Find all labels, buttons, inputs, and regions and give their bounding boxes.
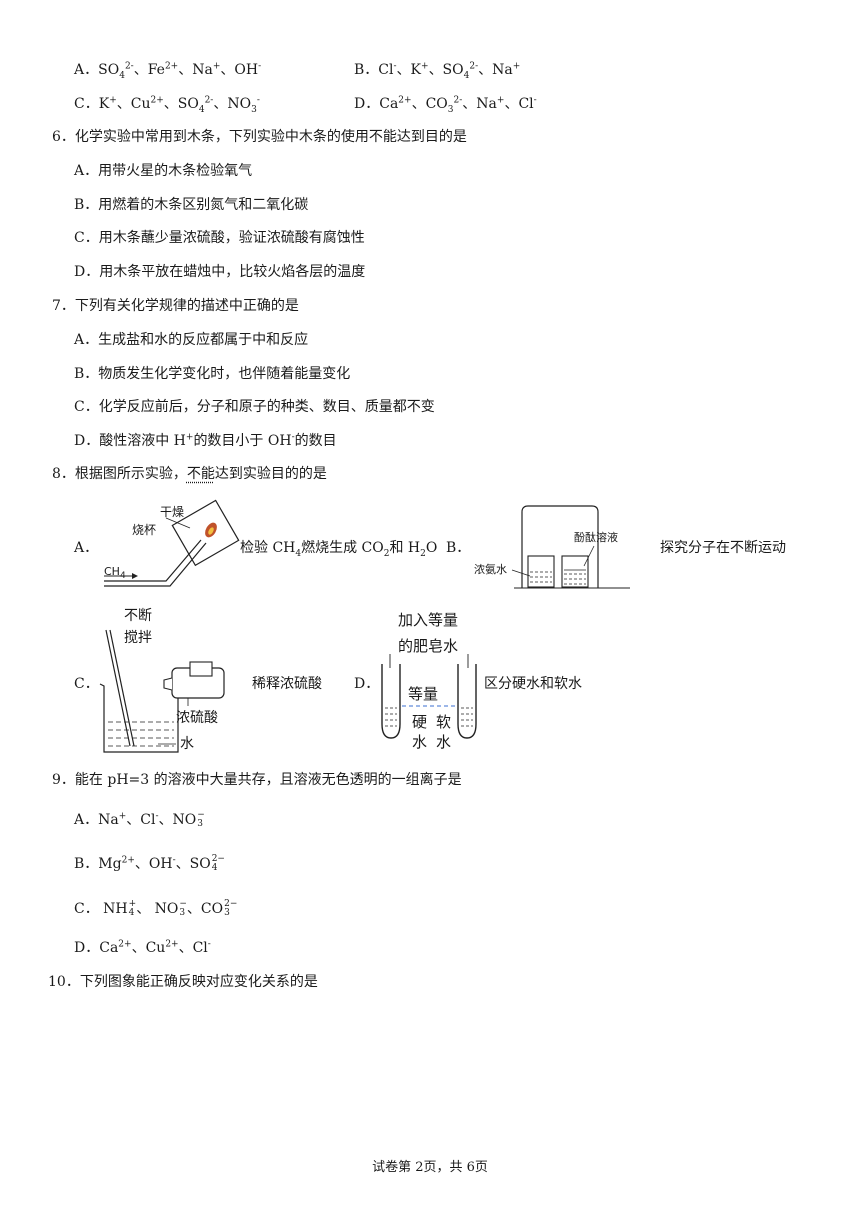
q8-figure-c: 不断 搅拌 浓硫酸 水 — [96, 606, 246, 756]
q8-d-hard-label-2: 水 — [412, 733, 428, 751]
q9-option-d: D．Ca2+、Cu2+、Cl- — [74, 939, 211, 956]
q8-c-stir-label-1: 不断 — [124, 608, 152, 624]
q6-stem: 6．化学实验中常用到木条，下列实验中木条的使用不能达到目的是 — [52, 129, 467, 145]
q8-d-soft-label-1: 软 — [436, 713, 452, 731]
q8-a-beaker-label: 烧杯 — [132, 523, 157, 537]
q8-option-b-text: 探究分子在不断运动 — [660, 540, 786, 556]
q9-stem: 9．能在 pH=3 的溶液中大量共存，且溶液无色透明的一组离子是 — [52, 772, 462, 788]
q8-option-d-label: D． — [354, 676, 380, 692]
q8-a-gas-label: CH4 — [104, 565, 126, 582]
q8-figure-a: 干燥 烧杯 CH4 — [100, 499, 240, 592]
q5-option-b-ions: Cl-、K+、SO42-、Na+ — [378, 61, 521, 81]
q7-option-a: A．生成盐和水的反应都属于中和反应 — [74, 332, 309, 348]
q10-stem: 10．下列图象能正确反映对应变化关系的是 — [48, 974, 318, 990]
q8-d-equal-label: 等量 — [408, 685, 439, 703]
q5-option-d-ions: Ca2+、CO32-、Na+、Cl- — [379, 95, 537, 115]
q9-option-a: A．Na+、Cl-、NO−3 — [74, 810, 205, 829]
q5-option-a-ions: SO42-、Fe2+、Na+、OH- — [98, 61, 262, 81]
q8-d-hard-label-1: 硬 — [412, 713, 428, 731]
q5-option-c: C．K+、Cu2+、SO42-、NO3- — [74, 95, 260, 115]
q7-stem: 7．下列有关化学规律的描述中正确的是 — [52, 298, 299, 314]
q9-option-a-ions: Na+、Cl-、NO−3 — [98, 810, 205, 829]
q8-c-acid-label: 浓硫酸 — [176, 710, 218, 726]
q8-option-c-label: C． — [74, 676, 99, 692]
q8-option-a-label: A． — [74, 540, 99, 556]
q8-option-b-label: B． — [446, 540, 471, 556]
q8-d-soft-label-2: 水 — [436, 733, 452, 751]
q8-figure-d: 加入等量 的肥皂水 等量 硬 水 软 水 — [376, 606, 486, 756]
q6-option-b: B．用燃着的木条区别氮气和二氧化碳 — [74, 197, 309, 213]
q8-b-phenol-label: 酚酞溶液 — [574, 531, 618, 544]
q7-option-d: D．酸性溶液中 H+的数目小于 OH-的数目 — [74, 432, 337, 449]
q8-stem: 8．根据图所示实验，不能达到实验目的的是 — [52, 466, 327, 482]
q6-option-d: D．用木条平放在蜡烛中，比较火焰各层的温度 — [74, 264, 366, 280]
q8-c-water-label: 水 — [180, 736, 194, 752]
q9-option-d-ions: Ca2+、Cu2+、Cl- — [99, 939, 211, 956]
q5-option-a: A．SO42-、Fe2+、Na+、OH- — [74, 61, 262, 81]
q8-d-add-label-2: 的肥皂水 — [398, 637, 459, 655]
q8-option-a-text: 检验 CH4燃烧生成 CO2和 H2O — [240, 540, 438, 559]
q8-a-dry-label: 干燥 — [160, 505, 185, 519]
q5-option-d: D．Ca2+、CO32-、Na+、Cl- — [354, 95, 537, 115]
q8-d-add-label-1: 加入等量 — [398, 611, 459, 629]
q6-option-a: A．用带火星的木条检验氧气 — [74, 163, 253, 179]
q7-option-b: B．物质发生化学变化时，也伴随着能量变化 — [74, 366, 351, 382]
q5-option-c-ions: K+、Cu2+、SO42-、NO3- — [98, 95, 260, 115]
q8-option-c-text: 稀释浓硫酸 — [252, 676, 322, 692]
q8-figure-b: 酚酞溶液 浓氨水 — [470, 500, 640, 592]
q7-option-c: C．化学反应前后，分子和原子的种类、数目、质量都不变 — [74, 399, 435, 415]
q8-c-stir-label-2: 搅拌 — [124, 630, 152, 646]
q8-b-ammonia-label: 浓氨水 — [474, 563, 507, 576]
q8-option-d-text: 区分硬水和软水 — [484, 676, 582, 692]
q5-option-b: B．Cl-、K+、SO42-、Na+ — [354, 61, 521, 81]
page-footer: 试卷第 2页，共 6页 — [372, 1160, 488, 1175]
q8-emphasis: 不能 — [186, 466, 215, 482]
q6-option-c: C．用木条蘸少量浓硫酸，验证浓硫酸有腐蚀性 — [74, 230, 365, 246]
